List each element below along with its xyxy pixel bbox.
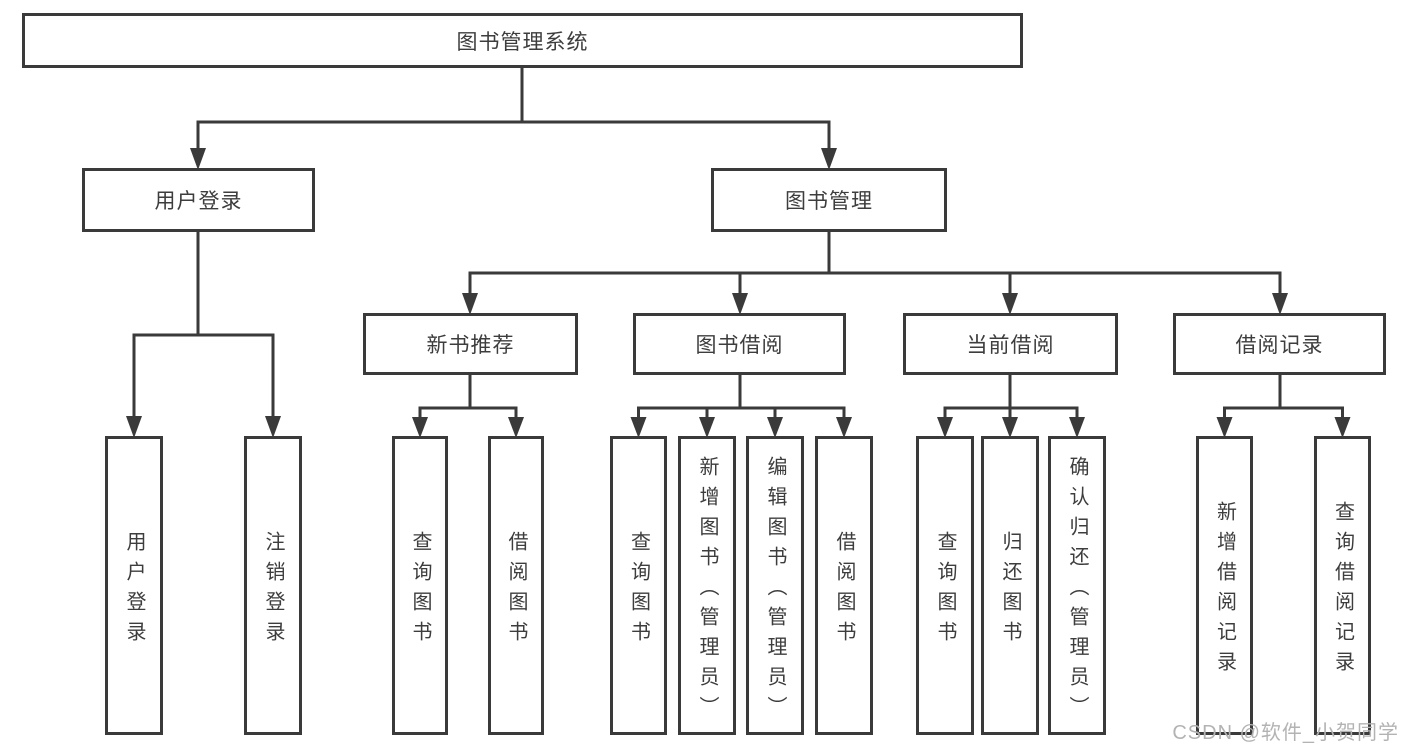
leaf-newbook-borrow-books: 借阅图书	[488, 436, 544, 735]
node-label: 图书借阅	[695, 334, 784, 357]
node-current-borrowing: 当前借阅	[903, 313, 1118, 375]
node-user-login-module: 用户登录	[82, 168, 315, 232]
node-new-book-recommend: 新书推荐	[363, 313, 578, 375]
node-label: 借阅记录	[1235, 334, 1324, 357]
leaf-label: 查询图书	[934, 530, 956, 651]
leaf-label: 新增借阅记录	[1213, 500, 1236, 681]
leaf-user-login: 用户登录	[105, 436, 163, 735]
leaf-current-return-books: 归还图书	[981, 436, 1039, 735]
node-label: 当前借阅	[966, 334, 1055, 357]
node-root-system: 图书管理系统	[22, 13, 1023, 68]
node-label: 新书推荐	[426, 334, 515, 357]
leaf-label: 注销登录	[262, 530, 284, 651]
node-label: 图书管理	[785, 190, 873, 213]
node-borrowing-records: 借阅记录	[1173, 313, 1386, 375]
leaf-borrowing-edit-books-admin: 编辑图书（管理员）	[746, 436, 804, 735]
leaf-newbook-query-books: 查询图书	[392, 436, 448, 735]
leaf-borrowing-add-books-admin: 新增图书（管理员）	[678, 436, 736, 735]
node-label: 图书管理系统	[456, 30, 589, 54]
leaf-current-confirm-return-admin: 确认归还（管理员）	[1048, 436, 1106, 735]
node-book-management-module: 图书管理	[711, 168, 947, 232]
leaf-borrowing-query-books: 查询图书	[610, 436, 667, 735]
leaf-label: 借阅图书	[833, 530, 855, 651]
leaf-current-query-books: 查询图书	[916, 436, 974, 735]
leaf-label: 新增图书（管理员）	[696, 455, 718, 726]
leaf-label: 查询借阅记录	[1331, 500, 1354, 681]
node-label: 用户登录	[154, 190, 243, 213]
leaf-label: 查询图书	[627, 530, 650, 651]
csdn-watermark: CSDN @软件_小贺同学	[1172, 722, 1399, 744]
leaf-label: 确认归还（管理员）	[1066, 455, 1088, 726]
leaf-borrowing-borrow-books: 借阅图书	[815, 436, 873, 735]
leaf-label: 编辑图书（管理员）	[764, 455, 786, 726]
leaf-label: 用户登录	[123, 530, 145, 651]
leaf-logout: 注销登录	[244, 436, 302, 735]
leaf-label: 查询图书	[409, 530, 431, 651]
leaf-records-query-record: 查询借阅记录	[1314, 436, 1371, 735]
leaf-label: 借阅图书	[505, 530, 527, 651]
leaf-records-add-record: 新增借阅记录	[1196, 436, 1253, 735]
leaf-label: 归还图书	[999, 530, 1021, 651]
node-book-borrowing: 图书借阅	[633, 313, 846, 375]
